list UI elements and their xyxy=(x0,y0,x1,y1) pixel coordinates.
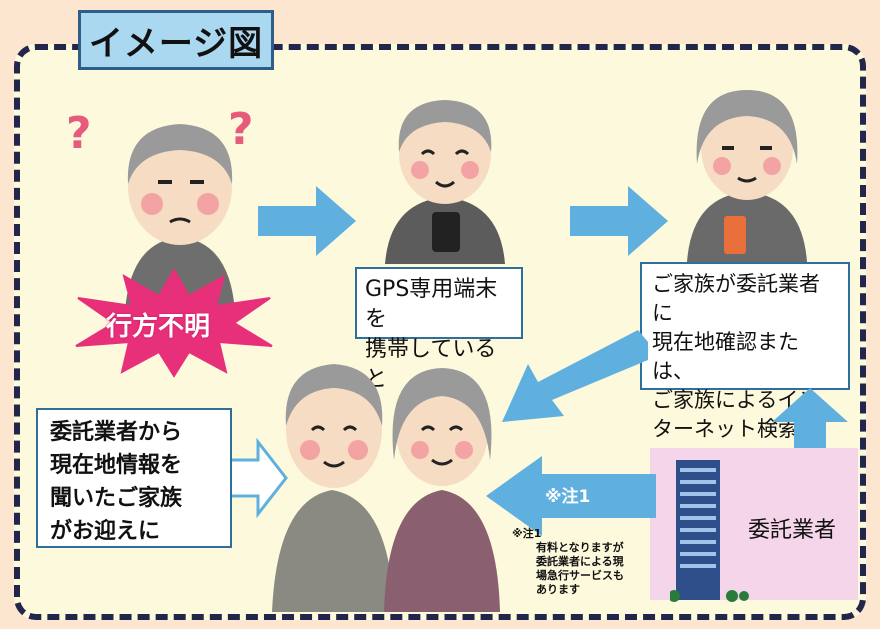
arrow-hollow-right xyxy=(228,438,288,518)
gps-line-1: GPS専用端末を xyxy=(365,277,498,332)
question-mark-left: ? xyxy=(66,108,92,159)
note-line-1: 有料となりますが xyxy=(536,541,624,554)
pickup-text-box: 委託業者から 現在地情報を 聞いたご家族 がお迎えに xyxy=(36,408,232,548)
contractor-label: 委託業者 xyxy=(748,518,837,543)
diagram-title: イメージ図 xyxy=(78,10,274,70)
building-icon xyxy=(670,460,749,602)
arrow-diagonal xyxy=(502,330,648,422)
couple-illustration xyxy=(272,364,500,612)
pickup-line-1: 委託業者から xyxy=(50,420,183,445)
gps-elder-illustration xyxy=(385,100,505,264)
pickup-line-4: がお迎えに xyxy=(50,519,161,544)
arrow-right-2 xyxy=(570,186,668,256)
note-line-4: あります xyxy=(536,583,580,596)
note-head: ※注1 xyxy=(512,527,542,540)
family-line-1: ご家族が委託業者に xyxy=(652,272,820,325)
service-note: ※注1 有料となりますが 委託業者による現 場急行サービスも あります xyxy=(512,527,624,597)
arrow-note-label: ※注1 xyxy=(545,487,591,507)
family-phone-illustration xyxy=(687,90,807,262)
question-mark-right: ? xyxy=(228,104,254,155)
pickup-line-3: 聞いたご家族 xyxy=(50,486,183,511)
note-line-2: 委託業者による現 xyxy=(536,555,624,568)
family-line-2: 現在地確認または、 xyxy=(652,330,799,383)
gps-text-box: GPS専用端末を 携帯していると xyxy=(355,267,523,392)
note-line-3: 場急行サービスも xyxy=(536,569,624,582)
family-text-box: ご家族が委託業者に 現在地確認または、 ご家族によるイン ターネット検索等 xyxy=(640,262,850,441)
arrow-left-service xyxy=(486,456,656,536)
missing-burst-icon xyxy=(75,268,273,378)
missing-label: 行方不明 xyxy=(106,312,211,342)
arrow-right-1 xyxy=(258,186,356,256)
pickup-line-2: 現在地情報を xyxy=(50,453,183,478)
